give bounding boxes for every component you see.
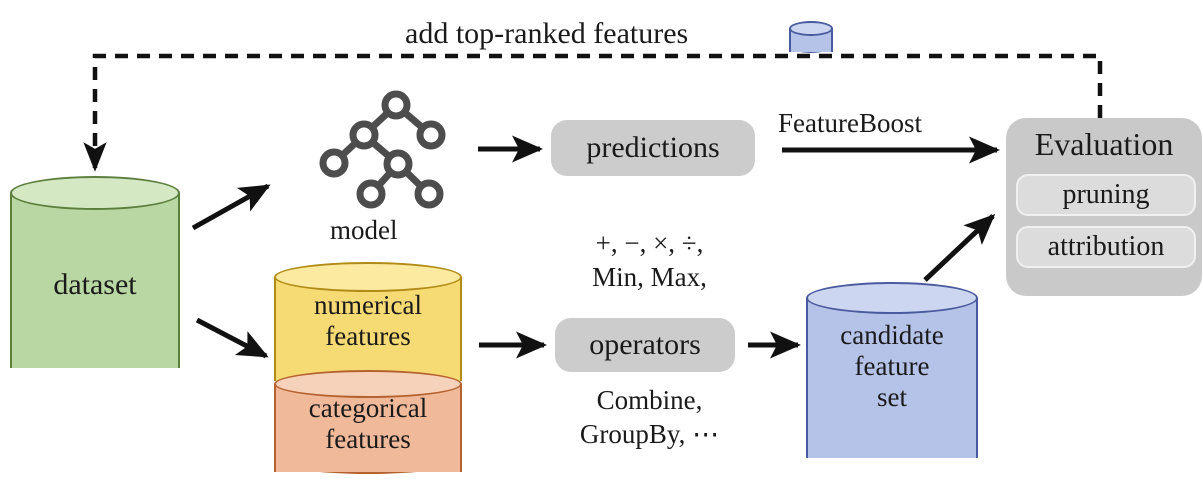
operator-examples-line-4: GroupBy, ⋯ <box>579 419 720 449</box>
operator-examples-line-2: Min, Max, <box>592 262 707 292</box>
categorical-features-cylinder[interactable]: categorical features <box>274 370 462 484</box>
candidate-feature-set-cylinder-body <box>806 298 978 458</box>
dataset-label: dataset <box>53 268 137 301</box>
candidate-feature-set-label-line1: candidate <box>840 320 944 350</box>
numerical-features-cylinder-body <box>274 277 462 381</box>
dataset-cylinder-top <box>10 176 180 210</box>
arrow-candidate-to-evaluation <box>923 213 996 282</box>
evaluation-item-attribution[interactable]: attribution <box>1016 226 1196 268</box>
predictions-label: predictions <box>586 131 720 164</box>
featureboost-edge-label: FeatureBoost <box>778 108 922 138</box>
operators-box[interactable]: operators <box>555 318 735 372</box>
dataset-cylinder-body <box>10 193 180 368</box>
categorical-features-cylinder-top <box>274 370 462 398</box>
evaluation-item-attribution-label: attribution <box>1047 231 1165 262</box>
candidate-feature-set-label-line2: feature <box>854 350 930 381</box>
categorical-features-label-line2: features <box>325 423 411 454</box>
candidate-feature-set-label-line3: set <box>877 381 907 412</box>
candidate-feature-set-cylinder-top <box>806 282 978 314</box>
cylinder-icon <box>789 21 833 57</box>
evaluation-item-pruning-label: pruning <box>1062 179 1150 210</box>
categorical-features-cylinder-body <box>274 384 462 472</box>
numerical-features-label: numerical features <box>274 290 462 352</box>
categorical-features-label: categorical features <box>274 393 462 455</box>
operators-label: operators <box>589 328 701 361</box>
candidate-feature-set-label: candidate feature set <box>806 320 978 412</box>
numerical-features-label-line1: numerical <box>314 290 422 320</box>
arrow-dataset-to-model <box>191 183 271 231</box>
predictions-box[interactable]: predictions <box>551 120 755 176</box>
candidate-feature-set-cylinder[interactable]: candidate feature set <box>806 282 978 474</box>
model-label: model <box>330 215 398 245</box>
numerical-features-cylinder-top <box>274 262 462 292</box>
operator-examples-line-3: Combine, <box>596 385 703 415</box>
dataset-cylinder[interactable]: dataset <box>10 176 180 384</box>
evaluation-panel[interactable]: Evaluation pruning attribution <box>1006 118 1202 296</box>
numerical-features-label-line2: features <box>325 320 411 351</box>
arrow-dataset-to-features <box>195 317 269 359</box>
decision-tree-icon <box>319 90 446 209</box>
feedback-loop-title: add top-ranked features <box>405 17 689 50</box>
cylinder-icon-top <box>789 21 833 36</box>
evaluation-item-pruning[interactable]: pruning <box>1016 174 1196 216</box>
categorical-features-label-line1: categorical <box>308 393 428 423</box>
operator-examples-line-1: +, −, ×, ÷, <box>595 228 704 258</box>
evaluation-title: Evaluation <box>1034 126 1174 162</box>
